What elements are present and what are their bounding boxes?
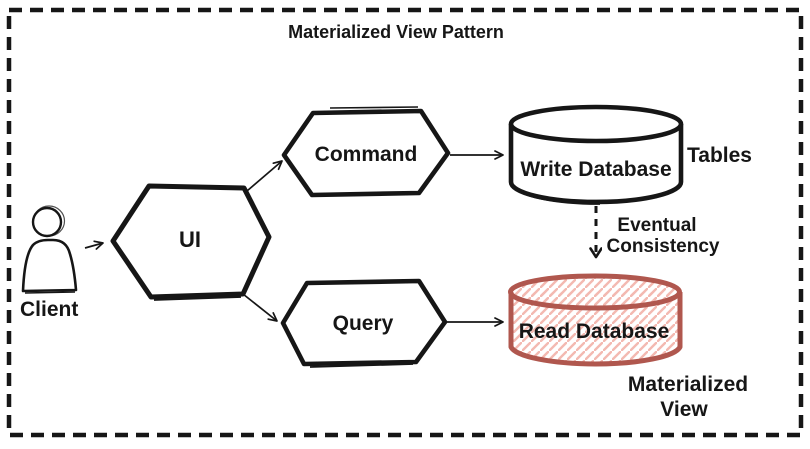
write-database-cylinder — [508, 104, 684, 205]
query-label: Query — [333, 312, 394, 335]
client-body — [21, 238, 78, 293]
eventual-consistency-line2: Consistency — [607, 236, 720, 257]
write-db-bottom-sketch — [514, 185, 601, 205]
ui-label: UI — [179, 227, 201, 252]
arrow-ui-to-command — [246, 160, 283, 192]
materialized-view-label: Materialized View — [628, 373, 748, 421]
query-hexagon — [280, 278, 448, 367]
ui-hexagon-sketch — [153, 296, 242, 301]
query-hexagon-sketch — [309, 363, 414, 368]
materialized-view-line1: Materialized — [628, 373, 748, 396]
diagram-title: Materialized View Pattern — [288, 22, 504, 42]
client-person-icon — [21, 205, 78, 294]
client-head — [31, 206, 63, 238]
client-label: Client — [20, 298, 78, 321]
read-db-rim-sketch — [512, 295, 679, 310]
command-label: Command — [315, 143, 418, 166]
read-db-body — [508, 292, 683, 367]
client-body-sketch — [24, 291, 76, 294]
read-database-cylinder — [508, 273, 683, 367]
tables-label: Tables — [687, 144, 752, 167]
ui-hexagon — [110, 183, 272, 300]
write-database-label: Write Database — [520, 158, 671, 181]
arrow-ui-to-query — [242, 293, 278, 322]
command-hexagon-sketch — [329, 106, 419, 109]
eventual-consistency-label: Eventual Consistency — [607, 215, 720, 257]
write-db-rim-sketch — [512, 126, 680, 142]
arrow-client-to-ui — [84, 240, 104, 250]
materialized-view-line2: View — [660, 398, 708, 421]
command-hexagon — [281, 108, 451, 198]
read-database-label: Read Database — [519, 320, 670, 343]
eventual-consistency-line1: Eventual — [617, 215, 696, 236]
